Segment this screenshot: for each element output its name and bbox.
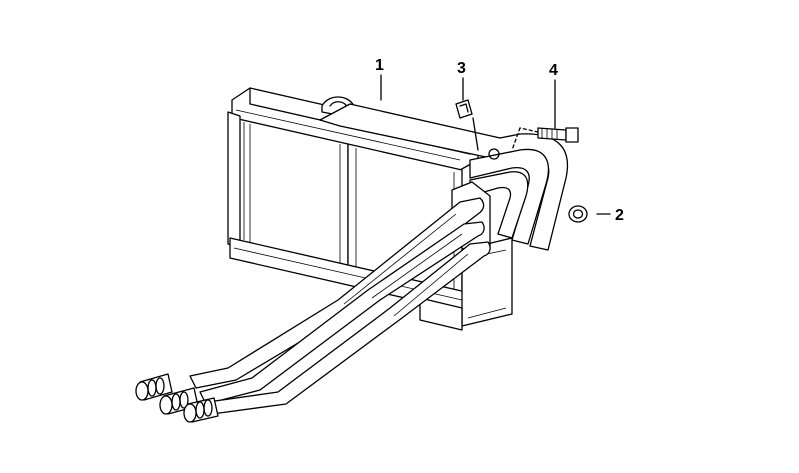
heater-core [227,87,513,331]
callout-1: 1 [375,57,384,74]
callout-2: 2 [615,207,624,224]
heater-pipes [189,103,569,415]
pipe-end-fitting [183,397,219,423]
pipe-end-fitting [135,373,173,401]
clip-nut [455,99,473,119]
o-ring [568,205,588,223]
callout-3: 3 [457,60,466,77]
bolt [537,127,579,143]
leader-lines [380,74,611,215]
callout-4: 4 [549,62,558,79]
